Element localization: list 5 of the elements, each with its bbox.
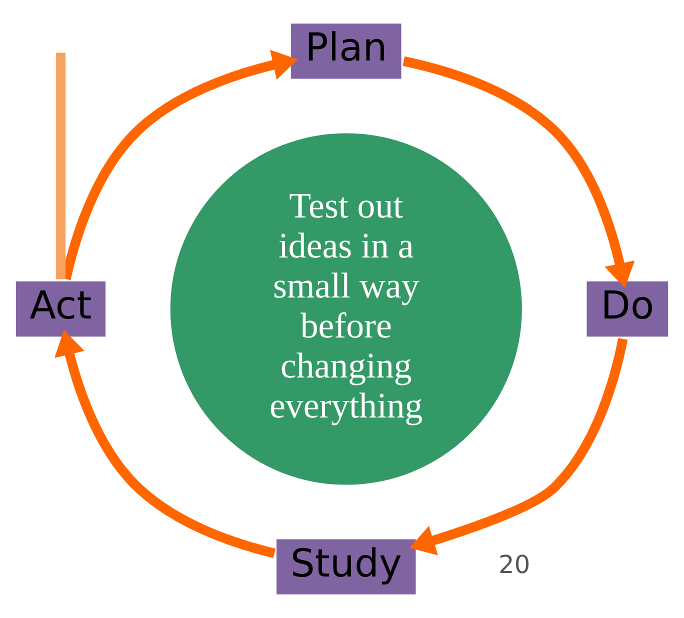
arrow xyxy=(402,56,635,288)
connector xyxy=(56,52,66,280)
label: 20 xyxy=(498,550,530,579)
arrow xyxy=(409,338,628,556)
arrow xyxy=(54,330,276,558)
